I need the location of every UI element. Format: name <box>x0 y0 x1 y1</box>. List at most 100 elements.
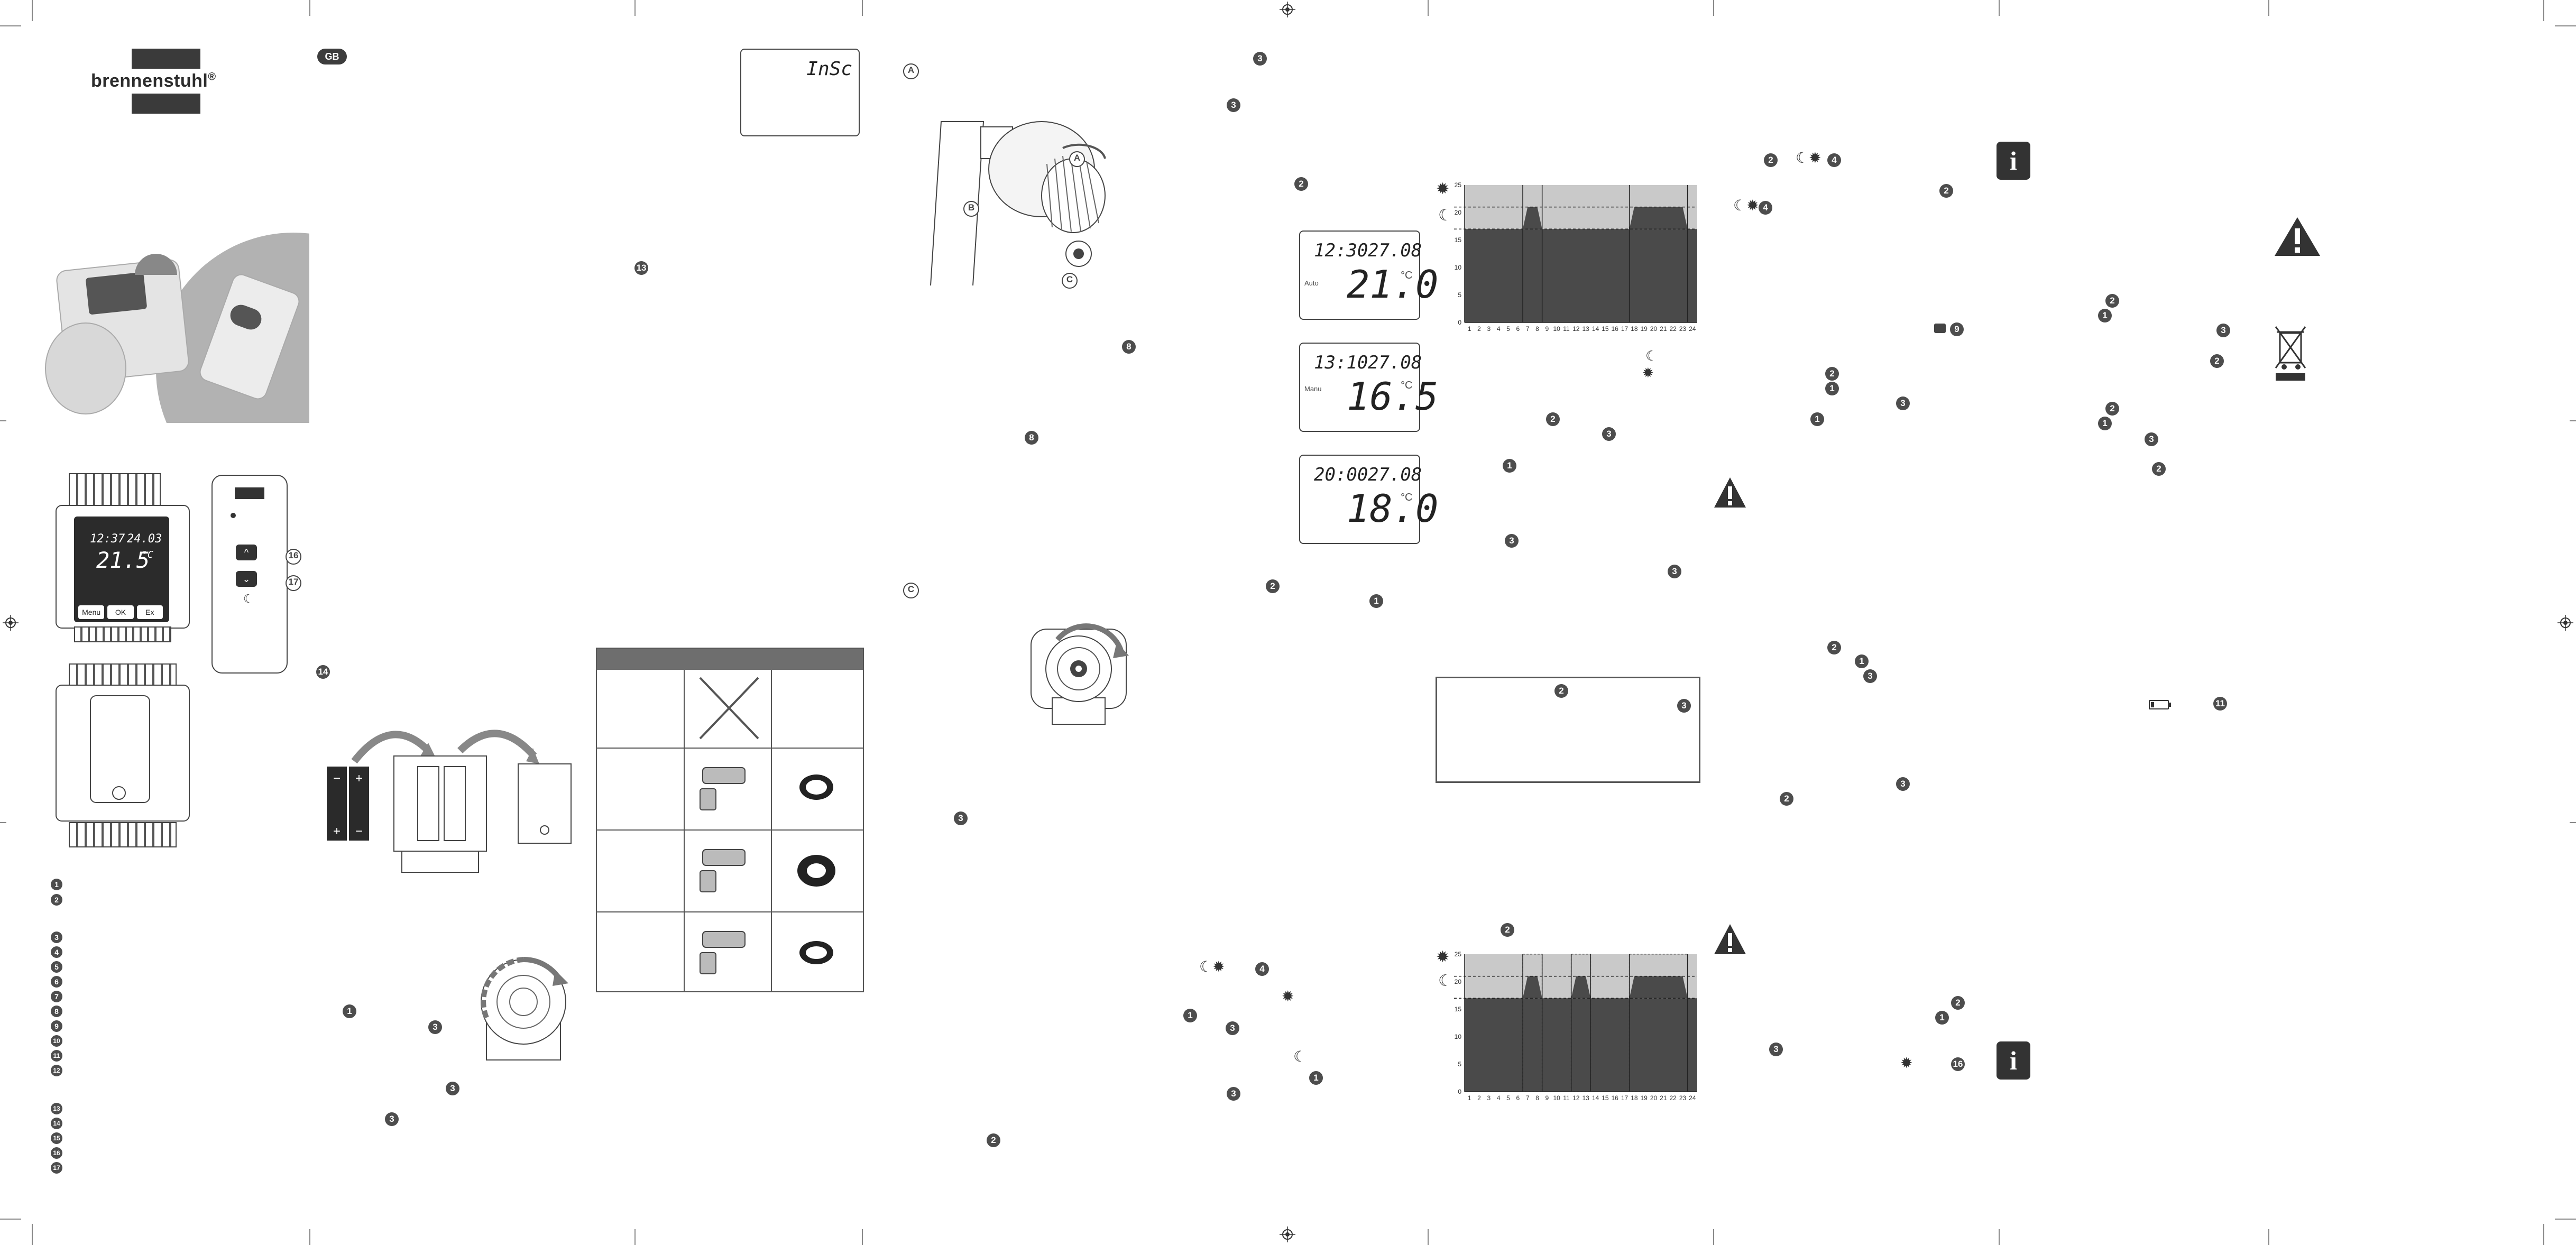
x-tick-label: 19 <box>1640 1094 1648 1102</box>
trim-mark <box>2268 1229 2269 1245</box>
x-tick-label: 5 <box>1506 325 1510 333</box>
legend-13: 13 <box>51 1103 62 1114</box>
trim-mark <box>2543 1224 2544 1245</box>
x-tick-label: 13 <box>1582 325 1589 333</box>
lcd-manu-mode: Manu <box>1304 385 1322 393</box>
ref-3: 3 <box>1253 52 1267 66</box>
ref-1: 1 <box>2098 417 2112 430</box>
device-date: 24.03 <box>127 532 162 546</box>
lcd-auto-date: 27.08 <box>1368 240 1422 261</box>
trim-mark <box>1999 0 2000 16</box>
trim-mark <box>862 0 863 16</box>
device-time: 12:37 <box>90 532 125 546</box>
y-tick-label: 20 <box>1455 209 1462 216</box>
comfort-period <box>1629 207 1688 229</box>
lcd-manu-temp: 16.5 <box>1347 374 1439 419</box>
ref-3: 3 <box>2145 432 2158 446</box>
y-tick-label: 10 <box>1455 264 1462 271</box>
lcd-holiday-screen: 20:00 27.08 18.0 °C <box>1299 455 1438 544</box>
ref-3: 3 <box>1227 1087 1240 1101</box>
x-tick-label: 1 <box>1468 1094 1471 1102</box>
knob-diagram <box>465 949 582 1065</box>
trim-mark <box>0 822 6 823</box>
down-button[interactable]: ⌄ <box>236 571 257 587</box>
ref-2: 2 <box>2105 402 2119 416</box>
ref-2: 2 <box>1780 792 1793 806</box>
eco-comfort-icon: ☾✹ <box>1796 150 1821 166</box>
x-tick-label: 12 <box>1572 1094 1580 1102</box>
x-tick-label: 23 <box>1679 1094 1687 1102</box>
x-tick-label: 23 <box>1679 325 1687 333</box>
note-box <box>1436 677 1700 783</box>
trim-mark <box>32 0 33 21</box>
ref-3: 3 <box>1896 777 1910 791</box>
svg-text:+: + <box>355 771 363 786</box>
adaptation-diagram <box>1020 613 1142 730</box>
ref-2: 2 <box>2105 294 2119 308</box>
ref-3: 3 <box>954 811 968 825</box>
x-tick-label: 4 <box>1497 1094 1501 1102</box>
language-badge: GB <box>317 49 347 64</box>
lcd-manu-screen: 13:10 27.08 Manu 16.5 °C <box>1299 343 1438 432</box>
ref-2: 2 <box>1294 177 1308 191</box>
x-tick-label: 15 <box>1602 1094 1609 1102</box>
x-tick-label: 2 <box>1477 1094 1481 1102</box>
trim-mark <box>309 1229 310 1245</box>
figure-label-c: C <box>1062 273 1078 289</box>
device-unit: °C <box>142 549 153 560</box>
ref-2: 2 <box>1764 153 1778 167</box>
registration-mark <box>2557 615 2573 631</box>
ref-2: 2 <box>2210 354 2224 368</box>
ref-3: 3 <box>1896 396 1910 410</box>
adapter-table <box>596 648 864 992</box>
trim-mark <box>0 420 6 421</box>
trim-mark <box>2543 0 2544 21</box>
legend-17: 17 <box>51 1162 62 1174</box>
y-tick-label: 20 <box>1455 978 1462 985</box>
y-tick-label: 0 <box>1458 319 1461 326</box>
moon-icon: ☾ <box>1645 348 1658 364</box>
legend-6: 6 <box>51 976 62 988</box>
battery-low-icon <box>2149 700 2171 709</box>
up-button[interactable]: ^ <box>236 545 257 560</box>
x-tick-label: 20 <box>1650 1094 1658 1102</box>
trim-mark <box>1713 1229 1714 1245</box>
menu-button[interactable]: Menu <box>78 605 105 619</box>
trim-mark <box>634 1229 636 1245</box>
svg-text:+: + <box>333 824 341 838</box>
ref-4: 4 <box>1827 153 1841 167</box>
sun-icon: ✹ <box>1436 180 1450 198</box>
moon-icon: ☾ <box>1438 207 1452 224</box>
ref-1: 1 <box>1183 1009 1197 1022</box>
x-tick-label: 21 <box>1660 1094 1667 1102</box>
exit-button[interactable]: Ex <box>136 605 163 619</box>
x-tick-label: 24 <box>1689 325 1696 333</box>
figure-label-c: C <box>903 583 919 598</box>
trim-mark <box>1428 0 1429 16</box>
ok-button[interactable]: OK <box>107 605 134 619</box>
brand-registered: ® <box>208 71 216 83</box>
lcd-auto-mode: Auto <box>1304 279 1319 287</box>
ref-2: 2 <box>1554 684 1568 698</box>
x-tick-label: 13 <box>1582 1094 1589 1102</box>
ref-3: 3 <box>1226 1021 1239 1035</box>
sun-icon: ✹ <box>1436 948 1450 966</box>
figure-label-a: A <box>1069 151 1085 167</box>
svg-text:−: − <box>355 824 363 838</box>
ref-3: 3 <box>385 1112 399 1126</box>
x-tick-label: 8 <box>1535 1094 1539 1102</box>
lcd-auto-time: 12:30 <box>1314 240 1368 261</box>
trim-mark <box>634 0 636 16</box>
eco-area <box>1465 229 1697 322</box>
x-tick-label: 3 <box>1487 325 1491 333</box>
legend-12: 12 <box>51 1065 62 1076</box>
y-tick-label: 25 <box>1455 951 1462 958</box>
comfort-period <box>1523 207 1542 229</box>
window-icon <box>1934 324 1946 333</box>
x-tick-label: 14 <box>1592 325 1599 333</box>
x-tick-label: 22 <box>1669 325 1677 333</box>
ref-1: 1 <box>2098 309 2112 322</box>
battery-diagram: − + + − <box>323 703 576 915</box>
y-tick-label: 25 <box>1455 181 1462 189</box>
ref-1: 1 <box>1855 654 1869 668</box>
